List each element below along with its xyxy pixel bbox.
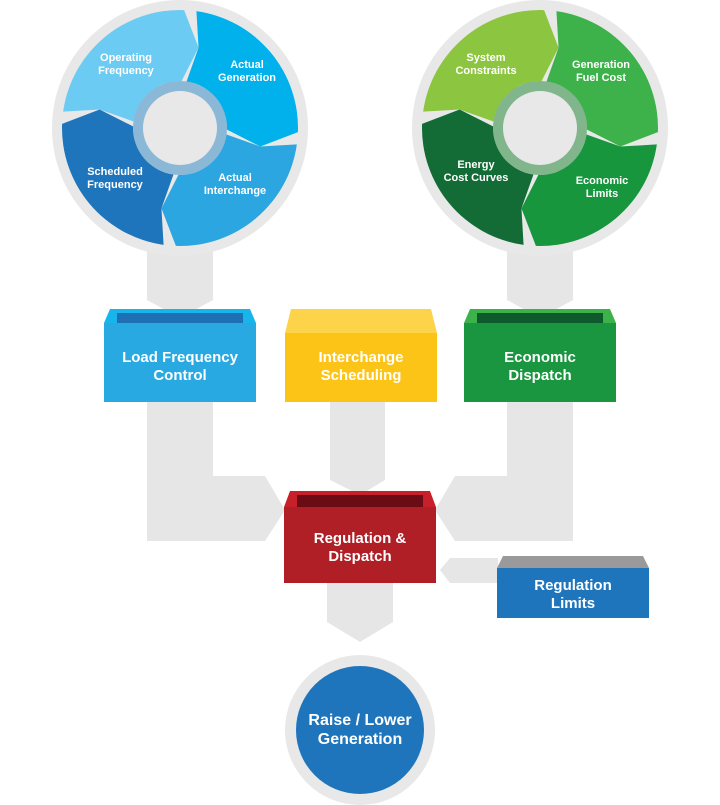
segment-label-line2: Frequency [87, 179, 143, 192]
segment-shape-operating-frequency [63, 10, 199, 122]
box-economic-dispatch: Economic Dispatch [465, 349, 615, 385]
segment-label-line2: Generation [217, 72, 277, 85]
segment-shape-generation-fuel-cost [546, 11, 658, 147]
segment-scheduled-frequency: Scheduled Frequency [65, 166, 165, 192]
box-label-line2: Dispatch [328, 548, 392, 565]
left-cycle-hub [143, 91, 217, 165]
segment-shape-system-constraints [423, 10, 559, 122]
box-label-line2: Limits [550, 595, 596, 612]
connectors [147, 245, 573, 642]
segment-label-line1: Economic [575, 175, 629, 187]
segment-label-line1: System [466, 52, 506, 64]
connector-lfc-to-regulation [147, 402, 285, 541]
segment-economic-limits: Economic Limits [552, 175, 652, 201]
box-interchange-shape [285, 309, 437, 402]
box-label-line2: Dispatch [508, 367, 572, 384]
box-label-line1: Load Frequency [122, 349, 238, 366]
left-cycle [52, 0, 308, 256]
segment-energy-cost-curves: Energy Cost Curves [426, 159, 526, 185]
box-interchange-scheduling: Interchange Scheduling [286, 349, 436, 385]
box-label-line1: Economic [504, 349, 576, 366]
right-cycle-hub [503, 91, 577, 165]
segment-label-line1: Actual [218, 172, 252, 184]
box-label-line2: Scheduling [320, 367, 402, 384]
segment-label-line2: Constraints [455, 65, 517, 78]
segment-label-line2: Frequency [98, 65, 154, 78]
segment-shape-economic-limits [521, 134, 657, 246]
connector-right-cycle-to-economic [507, 245, 573, 318]
segment-label-line2: Fuel Cost [575, 72, 627, 85]
segment-shape-scheduled-frequency [61, 109, 174, 245]
box-economic-shape [464, 309, 616, 402]
box-regulation-dispatch: Regulation & Dispatch [285, 530, 435, 566]
box-label-line1: Regulation [534, 577, 612, 594]
result-raise-lower-generation: Raise / Lower Generation [290, 711, 430, 749]
segment-label-line2: Limits [585, 188, 619, 201]
result-label-line1: Raise / Lower [308, 712, 412, 729]
segment-operating-frequency: Operating Frequency [76, 52, 176, 78]
connector-left-cycle-to-lfc [147, 245, 213, 318]
box-limits-shape [497, 556, 649, 618]
box-regulation-shape [284, 491, 436, 583]
segment-label-line1: Operating [100, 52, 152, 64]
box-load-frequency-shape [104, 309, 256, 402]
segment-shape-energy-cost-curves [422, 109, 534, 245]
segment-label-line1: Energy [457, 159, 495, 171]
box-load-frequency-control: Load Frequency Control [105, 349, 255, 385]
box-label-line1: Regulation & [313, 530, 407, 547]
segment-label-line2: Cost Curves [443, 172, 509, 185]
segment-system-constraints: System Constraints [436, 52, 536, 78]
box-label-line1: Interchange [318, 349, 404, 366]
segment-label-line1: Actual [230, 59, 264, 71]
box-regulation-limits: Regulation Limits [498, 577, 648, 613]
segment-label-line1: Generation [571, 59, 631, 71]
connector-interchange-to-regulation [330, 402, 385, 495]
segment-actual-generation: Actual Generation [197, 59, 297, 85]
connector-regulation-to-result [327, 583, 393, 642]
result-circle [296, 666, 424, 794]
connector-economic-to-regulation [435, 402, 573, 541]
segment-shape-actual-generation [186, 11, 299, 147]
segment-shape-actual-interchange [161, 134, 297, 246]
box-label-line2: Control [153, 367, 207, 384]
result-label-line2: Generation [317, 731, 403, 749]
connector-limits-to-regulation [440, 558, 498, 583]
segment-label-line2: Interchange [203, 185, 267, 198]
segment-actual-interchange: Actual Interchange [185, 172, 285, 198]
segment-label-line1: Scheduled [87, 166, 143, 178]
right-cycle [412, 0, 668, 256]
segment-generation-fuel-cost: Generation Fuel Cost [551, 59, 651, 85]
